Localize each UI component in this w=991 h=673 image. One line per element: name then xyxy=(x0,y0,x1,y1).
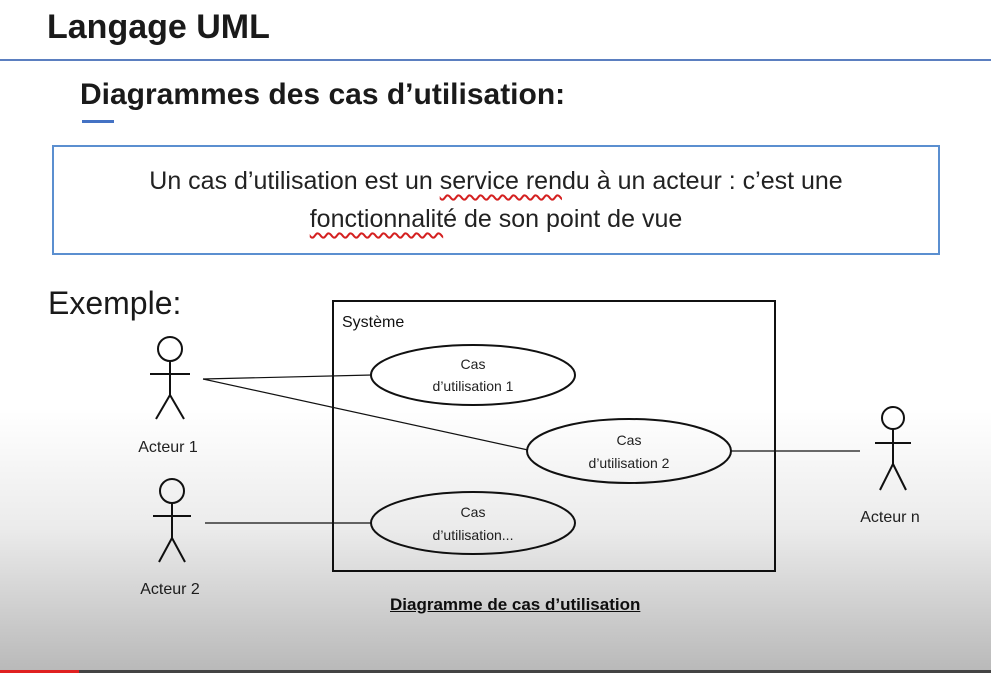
title-divider xyxy=(0,59,991,61)
definition-highlight-fonctionnalite: fonctionnalit xyxy=(309,205,444,233)
definition-line-1: Un cas d’utilisation est un service rend… xyxy=(149,162,842,200)
use-case-1-line-1: Cas xyxy=(461,356,486,372)
association-actor1-uc1 xyxy=(202,374,373,380)
definition-box: Un cas d’utilisation est un service rend… xyxy=(52,145,940,255)
system-boundary xyxy=(332,300,776,572)
use-case-2-line-1: Cas xyxy=(617,432,642,448)
actor-2-stick-figure-icon xyxy=(153,478,191,563)
definition-text-1a: Un cas d’utilisation est un xyxy=(149,167,440,195)
use-case-2-line-2: d’utilisation 2 xyxy=(589,455,670,471)
association-actor1-uc2 xyxy=(202,378,529,451)
subtitle-accent-mark xyxy=(82,120,114,123)
video-progress-fill[interactable] xyxy=(0,670,80,673)
actor-1-label: Acteur 1 xyxy=(138,439,198,456)
use-case-3-line-2: d’utilisation... xyxy=(433,527,514,543)
use-case-1-line-2: d’utilisation 1 xyxy=(433,378,514,394)
diagram-caption: Diagramme de cas d’utilisation xyxy=(390,595,641,614)
example-label: Exemple: xyxy=(48,285,182,321)
use-case-3-line-1: Cas xyxy=(461,504,486,520)
use-case-1: Cas d’utilisation 1 xyxy=(370,344,576,406)
slide-subtitle: Diagrammes des cas d’utilisation: xyxy=(80,78,566,111)
definition-highlight-service: service ren xyxy=(439,167,562,195)
video-progress-track[interactable] xyxy=(0,670,991,673)
actor-n-stick-figure-icon xyxy=(875,406,911,491)
actor-2-label: Acteur 2 xyxy=(140,581,200,598)
definition-line-2: fonctionnalité de son point de vue xyxy=(310,200,683,238)
slide-title: Langage UML xyxy=(47,8,270,46)
system-label: Système xyxy=(342,314,404,331)
use-case-2: Cas d’utilisation 2 xyxy=(526,418,732,484)
actor-n-label: Acteur n xyxy=(860,509,920,526)
definition-text-1b: du à un acteur : c’est une xyxy=(561,167,843,195)
definition-text-2b: é de son point de vue xyxy=(443,205,683,233)
actor-1-stick-figure-icon xyxy=(150,336,190,420)
use-case-3: Cas d’utilisation... xyxy=(370,491,576,555)
